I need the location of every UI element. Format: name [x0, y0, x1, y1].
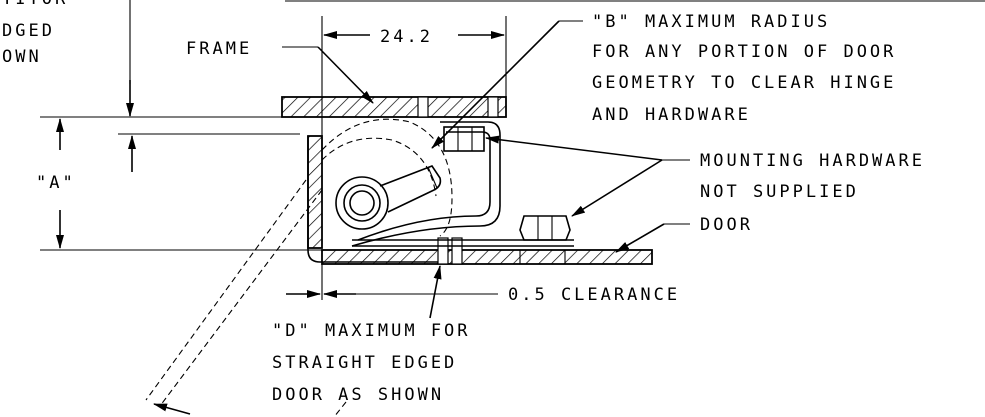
- hinge-vertical-leaf-hatch: [307, 135, 323, 249]
- door-label: DOOR: [700, 215, 753, 235]
- door-leader-arrow: [615, 223, 665, 253]
- mounting-hardware-line2: NOT SUPPLIED: [700, 182, 859, 202]
- dim-24-value: 24.2: [380, 27, 433, 47]
- door-open-edge-inner: [159, 189, 323, 407]
- a-dim-label: "A": [36, 173, 76, 193]
- door-swing-radius-arc-2: [321, 137, 437, 197]
- top-left-leader: [129, 0, 131, 84]
- top-left-label-line2: DGED: [2, 21, 55, 41]
- d-note-line3: DOOR AS SHOWN: [272, 385, 444, 405]
- b-note-leader-arrow: [431, 20, 560, 149]
- top-left-label-line1: TITOR: [2, 0, 68, 9]
- door-plate: [321, 249, 653, 265]
- door-open-arrow: [153, 403, 191, 415]
- door-fastener-hole: [437, 237, 449, 265]
- door-open-tail: [333, 401, 347, 417]
- mounting-leader-arrow-lower: [571, 159, 663, 217]
- top-left-label-line3: OWN: [2, 47, 42, 67]
- hinge-spring-inner: [357, 131, 491, 241]
- hinge-knuckle-mid: [343, 184, 381, 222]
- hinge-arm-end: [427, 166, 438, 189]
- frame-fastener-hole-2: [487, 96, 499, 118]
- frame-plate: [281, 96, 507, 118]
- d-note-line1: "D" MAXIMUM FOR: [272, 321, 471, 341]
- d-note-line2: STRAIGHT EDGED: [272, 353, 457, 373]
- frame-label: FRAME: [186, 39, 252, 59]
- hinge-arm: [379, 165, 442, 213]
- mounting-hardware-line1: MOUNTING HARDWARE: [700, 151, 925, 171]
- mounting-nut-upper: [443, 126, 485, 152]
- d-note-leader-arrow: [429, 265, 442, 319]
- mounting-leader-arrow-upper: [485, 135, 663, 161]
- frame-leader-arrow: [317, 46, 374, 104]
- hinge-knuckle-outer: [335, 176, 389, 230]
- mounting-nut-lower: [519, 215, 571, 241]
- frame-fastener-hole: [417, 96, 429, 118]
- clearance-label: 0.5 CLEARANCE: [508, 285, 680, 305]
- door-fastener-hole-2: [451, 237, 463, 265]
- door-swing-radius-arc: [321, 118, 453, 237]
- hinge-spring-outer: [351, 121, 501, 247]
- b-note-line3: GEOMETRY TO CLEAR HINGE: [592, 73, 896, 93]
- b-note-line2: FOR ANY PORTION OF DOOR: [592, 42, 896, 62]
- hinge-knuckle-pin: [349, 190, 375, 216]
- b-note-line4: AND HARDWARE: [592, 105, 751, 125]
- b-note-line1: "B" MAXIMUM RADIUS: [592, 12, 830, 32]
- door-open-edge-outer: [145, 179, 307, 401]
